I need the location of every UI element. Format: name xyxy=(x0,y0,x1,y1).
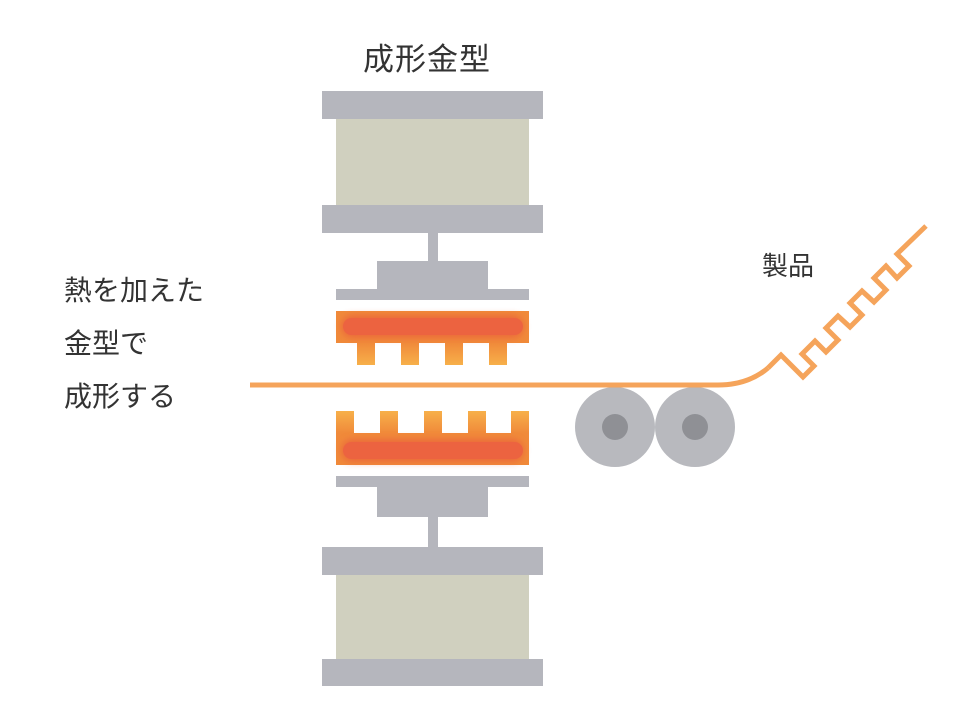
lower-mold xyxy=(336,411,529,465)
lower-mold-tooth xyxy=(468,411,486,433)
lower-mold-tooth xyxy=(424,411,442,433)
upper-mold-tooth xyxy=(401,343,419,365)
upper-heater xyxy=(343,318,523,335)
lower-die-plate xyxy=(336,476,529,487)
process-description: 熱を加えた 金型で 成形する xyxy=(64,264,204,423)
plastic-sheet xyxy=(250,366,770,388)
feed-rollers xyxy=(575,387,735,467)
lower-ram xyxy=(377,487,488,517)
upper-die-plate xyxy=(336,289,529,300)
lower-mold-tooth xyxy=(380,411,398,433)
lower-rod xyxy=(428,517,438,547)
process-line-1: 熱を加えた xyxy=(64,274,205,307)
formed-product xyxy=(766,224,928,381)
process-line-2: 金型で xyxy=(64,327,149,360)
upper-block xyxy=(336,119,529,205)
upper-mold-tooth xyxy=(445,343,463,365)
upper-mold-tooth xyxy=(489,343,507,365)
process-line-3: 成形する xyxy=(64,380,177,413)
lower-top-platen xyxy=(322,547,543,575)
lower-press xyxy=(322,476,543,686)
upper-mold-tooth xyxy=(357,343,375,365)
upper-mold xyxy=(336,311,529,365)
upper-top-platen xyxy=(322,91,543,119)
lower-mold-tooth xyxy=(511,411,529,433)
upper-rod xyxy=(428,233,438,261)
upper-ram xyxy=(377,261,488,289)
lower-block xyxy=(336,575,529,659)
mold-title: 成形金型 xyxy=(363,42,491,78)
upper-bottom-platen xyxy=(322,205,543,233)
lower-heater xyxy=(343,442,523,459)
product-label: 製品 xyxy=(762,252,815,282)
upper-press xyxy=(322,91,543,300)
roller-right-hub xyxy=(682,414,708,440)
lower-mold-tooth xyxy=(336,411,354,433)
roller-left-hub xyxy=(602,414,628,440)
lower-bottom-platen xyxy=(322,659,543,686)
